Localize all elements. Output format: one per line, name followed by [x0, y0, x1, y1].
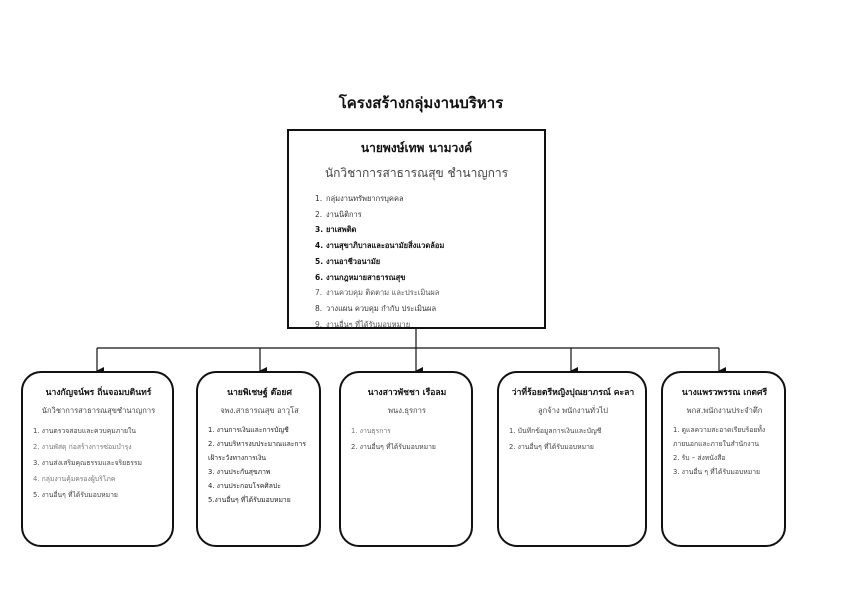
staff-duty-list: 1. บันทึกข้อมูลการเงินและบัญชี 2. งานอื่…: [509, 423, 637, 455]
head-duty-item: 5.งานอาชีวอนามัย: [315, 256, 381, 266]
staff-duty-item: 5. งานอื่นๆ ที่ได้รับมอบหมาย: [33, 491, 118, 499]
page-title: โครงสร้างกลุ่มงานบริหาร: [338, 94, 504, 112]
staff-duty-item: 1. งานตรวจสอบและควบคุมภายใน: [33, 427, 136, 435]
head-duty-item: 3.ยาเสพติด: [315, 225, 357, 235]
staff-duty-item: 1. บันทึกข้อมูลการเงินและบัญชี: [509, 427, 602, 435]
head-duty-item: 7.งานควบคุม ติดตาม และประเมินผล: [315, 288, 440, 298]
staff-duty-item: 2. งานอื่นๆ ที่ได้รับมอบหมาย: [351, 443, 436, 451]
head-duty-item: 8.วางแผน ควบคุม กำกับ ประเมินผล: [315, 303, 437, 313]
staff-duty-list: 1. งานการเงินและการบัญชี 2. งานบริหารงบป…: [208, 423, 311, 507]
head-role: นักวิชาการสาธารณสุข ชำนาญการ: [324, 166, 509, 180]
staff-name: นางสาวพัชชา เรือลม: [367, 388, 447, 398]
staff-duty-item: 3. งานอื่น ๆ ที่ได้รับมอบหมาย: [673, 468, 761, 476]
staff-duty-list: 1. งานธุรการ 2. งานอื่นๆ ที่ได้รับมอบหมา…: [351, 423, 463, 455]
staff-duty-item: 1. งานการเงินและการบัญชี: [208, 426, 289, 434]
staff-duty-item: 1. งานธุรการ: [351, 427, 391, 435]
staff-role: จพง.สาธารณสุข อาวุโส: [220, 406, 299, 415]
head-name: นายพงษ์เทพ นามวงค์: [360, 141, 473, 155]
staff-duty-item: 5.งานอื่นๆ ที่ได้รับมอบหมาย: [208, 496, 291, 504]
staff-box-2: นายพิเชษฐ์ ต๊อยศ จพง.สาธารณสุข อาวุโส 1.…: [196, 371, 321, 547]
head-duty-list: 1.กลุ่มงานทรัพยากรบุคคล 2.งานนิติการ 3.ย…: [289, 191, 544, 332]
head-duty-item: 2.งานนิติการ: [315, 209, 362, 219]
staff-duty-item: 4. งานประกอบโรคศิลปะ: [208, 482, 281, 490]
staff-duty-item: 3. งานประกันสุขภาพ: [208, 468, 271, 476]
staff-role: นักวิชาการสาธารณสุขชำนาญการ: [41, 406, 156, 415]
staff-duty-item: 2. งานอื่นๆ ที่ได้รับมอบหมาย: [509, 443, 594, 451]
head-duty-item: 4.งานสุขาภิบาลและอนามัยสิ่งแวดล้อม: [315, 241, 445, 251]
staff-name: ว่าที่ร้อยตรีหญิงปุณยาภรณ์ คะลา: [511, 388, 635, 398]
staff-duty-list: 1. งานตรวจสอบและควบคุมภายใน 2. งานพัสดุ …: [33, 423, 164, 503]
staff-box-4: ว่าที่ร้อยตรีหญิงปุณยาภรณ์ คะลา ลูกจ้าง …: [497, 371, 647, 547]
staff-duty-item: 3. งานส่งเสริมคุณธรรมและจริยธรรม: [33, 459, 143, 467]
staff-role: พนง.ธุรการ: [388, 406, 426, 415]
staff-name: นางกัญจน์พร ถิ่นจอมบดินทร์: [45, 388, 152, 398]
staff-box-3: นางสาวพัชชา เรือลม พนง.ธุรการ 1. งานธุรก…: [339, 371, 473, 547]
staff-role: พกส.พนักงานประจำตึก: [686, 406, 763, 415]
staff-name: นางแพรวพรรณ เกตศรี: [681, 388, 768, 398]
staff-role: ลูกจ้าง พนักงานทั่วไป: [538, 406, 608, 415]
staff-duty-item: 2. รับ – ส่งหนังสือ: [673, 454, 726, 462]
staff-duty-item: 1. ดูแลความสะอาดเรียบร้อยทั้งภายนอกและภา…: [673, 426, 766, 448]
head-duty-item: 1.กลุ่มงานทรัพยากรบุคคล: [315, 194, 404, 203]
head-duty-item: 9.งานอื่นๆ ที่ได้รับมอบหมาย: [315, 319, 411, 329]
head-duty-item: 6.งานกฎหมายสาธารณสุข: [315, 272, 406, 282]
staff-box-1: นางกัญจน์พร ถิ่นจอมบดินทร์ นักวิชาการสาธ…: [21, 371, 174, 547]
staff-duty-item: 4. กลุ่มงานคุ้มครองผู้บริโภค: [33, 475, 116, 483]
staff-duty-item: 2. งานพัสดุ ก่อสร้างการซ่อมบำรุง: [33, 443, 132, 451]
staff-duty-item: 2. งานบริหารงบประมาณและการเฝ้าระวังทางกา…: [208, 440, 306, 462]
staff-name: นายพิเชษฐ์ ต๊อยศ: [227, 388, 292, 398]
head-box: นายพงษ์เทพ นามวงค์ นักวิชาการสาธารณสุข ช…: [287, 129, 546, 329]
staff-duty-list: 1. ดูแลความสะอาดเรียบร้อยทั้งภายนอกและภา…: [673, 423, 776, 479]
staff-box-5: นางแพรวพรรณ เกตศรี พกส.พนักงานประจำตึก 1…: [661, 371, 786, 547]
